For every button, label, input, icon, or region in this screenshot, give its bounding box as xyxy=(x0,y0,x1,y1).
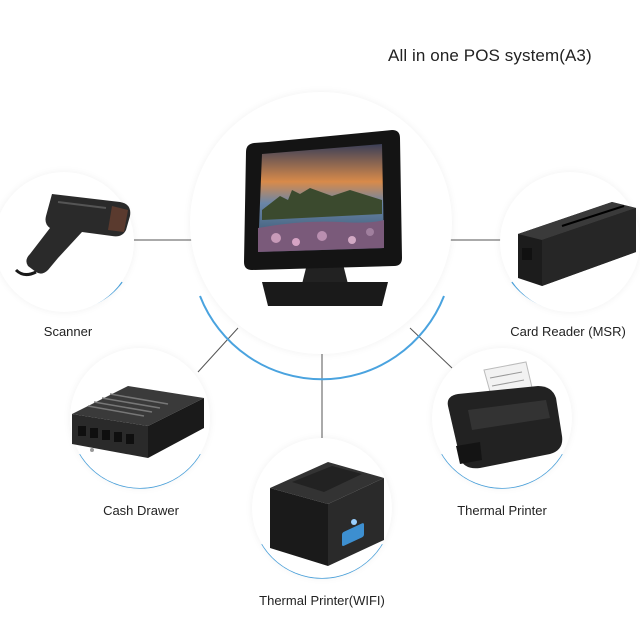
cash-drawer-label: Cash Drawer xyxy=(103,503,179,518)
wifi-thermal-printer-label: Thermal Printer(WIFI) xyxy=(259,593,385,608)
thermal-printer-icon xyxy=(447,361,563,469)
thermal-printer-label: Thermal Printer xyxy=(457,503,547,518)
wifi-thermal-printer-icon xyxy=(270,462,384,566)
card-reader-label: Card Reader (MSR) xyxy=(510,324,626,339)
barcode-scanner-icon xyxy=(14,194,131,277)
scanner-label: Scanner xyxy=(43,324,93,339)
card-reader-icon xyxy=(518,202,636,286)
page-title: All in one POS system(A3) xyxy=(388,46,592,65)
cash-drawer-icon xyxy=(72,386,204,458)
pos-terminal-icon xyxy=(244,130,402,306)
